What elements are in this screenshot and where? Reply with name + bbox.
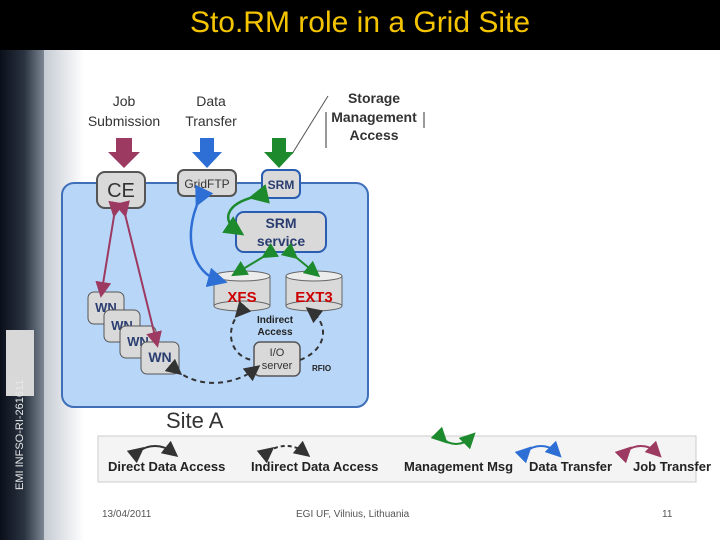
legend-box [97, 435, 697, 483]
indirect-access-label-2: Access [257, 327, 292, 338]
job-transfer-arrow-2 [114, 200, 162, 348]
mgmt-arrow-ext3 [280, 242, 321, 278]
io-server-label-2: server [262, 360, 293, 372]
mgmt-arrow-xfs [231, 243, 279, 277]
ce-label: CE [107, 180, 135, 202]
legend-job-icon [614, 440, 662, 464]
srm-service-label-2: service [257, 233, 305, 249]
gridftp-label: GridFTP [184, 177, 229, 191]
xfs-label: XFS [227, 289, 256, 306]
storage-pointer-line [291, 95, 329, 155]
ext3-label: EXT3 [295, 289, 333, 306]
job-transfer-arrow-1 [95, 200, 125, 298]
legend-indirect-icon [256, 440, 311, 464]
job-submission-arrow [108, 138, 140, 168]
footer-event: EGI UF, Vilnius, Lithuania [296, 509, 410, 520]
job-submission-label-1: Job [113, 93, 136, 109]
legend-direct-icon [126, 440, 179, 464]
direct-access-wn-io [164, 358, 261, 384]
storage-access-label-2: Management [331, 109, 417, 125]
mgmt-arrow-srm [222, 184, 270, 236]
emi-logo [6, 330, 34, 396]
data-transfer-label-1: Data [196, 93, 226, 109]
job-submission-label-2: Submission [88, 113, 160, 129]
footer-page-number: 11 [662, 509, 673, 520]
storage-bracket [325, 112, 425, 148]
data-transfer-arrow [192, 138, 222, 168]
legend-direct-label: Direct Data Access [108, 459, 225, 474]
site-a-label: Site A [166, 408, 224, 433]
data-transfer-arrow-storage [189, 184, 228, 288]
slide-title: Sto.RM role in a Grid Site [189, 6, 531, 39]
io-server-label-1: I/O [270, 347, 285, 359]
srm-service-label-1: SRM [265, 215, 296, 231]
legend-mgmt-label: Management Msg [404, 459, 513, 474]
srm-node [261, 169, 301, 199]
storage-access-label-3: Access [349, 127, 398, 143]
title-bar: Sto.RM role in a Grid Site [0, 0, 720, 50]
legend-data-label: Data Transfer [529, 459, 612, 474]
indirect-access-label-1: Indirect [257, 315, 294, 326]
legend-data-icon [514, 440, 562, 464]
wn-label-4: WN [148, 349, 171, 365]
indirect-access-loop [231, 312, 324, 361]
legend-indirect-label: Indirect Data Access [251, 459, 378, 474]
legend-job-label: Job Transfer [633, 459, 711, 474]
rfio-label: RFIO [312, 364, 331, 373]
legend-mgmt-icon [430, 426, 476, 450]
storage-access-arrow [264, 138, 294, 168]
footer-date: 13/04/2011 [102, 509, 152, 520]
data-transfer-label-2: Transfer [185, 113, 237, 129]
storage-access-label-1: Storage [348, 90, 400, 106]
srm-label: SRM [268, 178, 295, 192]
left-sidebar [0, 50, 44, 540]
